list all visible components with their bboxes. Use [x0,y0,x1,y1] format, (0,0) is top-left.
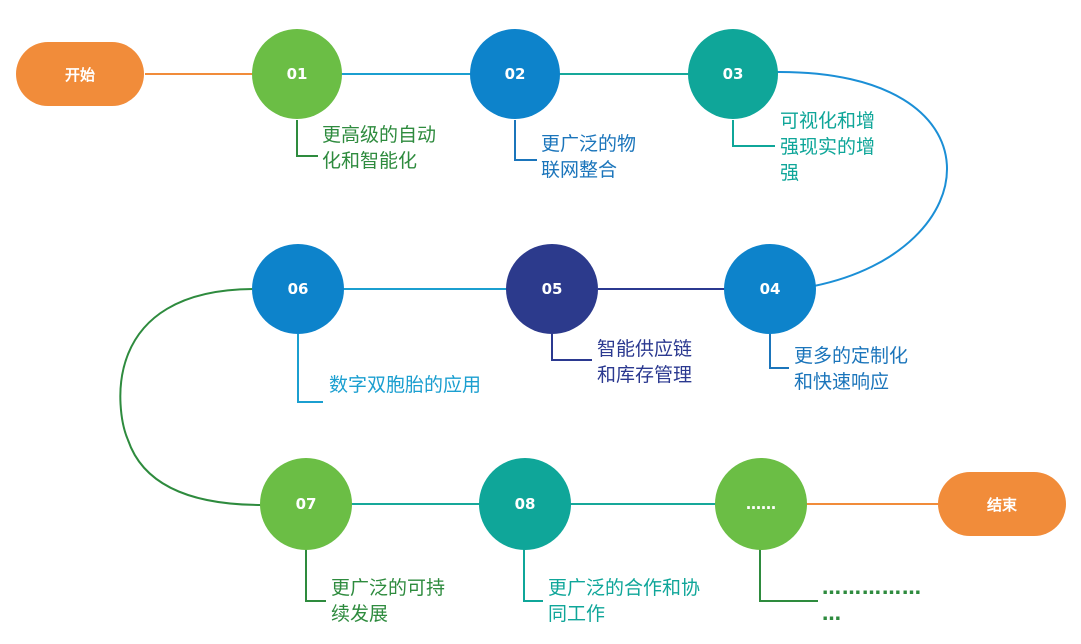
step-label-05: 智能供应链 和库存管理 [597,338,693,386]
step-label-04: 更多的定制化 和快速响应 [794,345,909,393]
step-node-02: 02 [470,29,560,119]
step-node-08: 08 [479,458,571,550]
connector-06-07-curve [119,288,263,506]
callout-02 [514,120,537,161]
callout-05 [551,334,592,361]
connector-03-04-curve [775,70,948,287]
callout-more [759,549,818,602]
step-node-03: 03 [688,29,778,119]
step-node-07: 07 [260,458,352,550]
start-pill: 开始 [16,42,144,106]
step-node-more: …… [715,458,807,550]
callout-04 [769,334,789,369]
step-label-02: 更广泛的物 联网整合 [541,133,637,181]
step-node-04: 04 [724,244,816,334]
step-label-07: 更广泛的可持 续发展 [331,577,446,625]
step-label-more: …………… … [822,577,922,625]
callout-08 [523,549,543,602]
step-node-01: 01 [252,29,342,119]
callout-07 [305,549,326,602]
callout-01 [296,120,318,157]
callout-06 [297,334,323,403]
step-label-06: 数字双胞胎的应用 [329,374,482,396]
step-label-01: 更高级的自动 化和智能化 [322,124,437,172]
callout-03 [732,120,775,147]
step-node-06: 06 [252,244,344,334]
step-node-05: 05 [506,244,598,334]
end-pill: 结束 [938,472,1066,536]
step-label-08: 更广泛的合作和协 同工作 [548,577,701,625]
step-label-03: 可视化和增 强现实的增 强 [780,110,876,184]
